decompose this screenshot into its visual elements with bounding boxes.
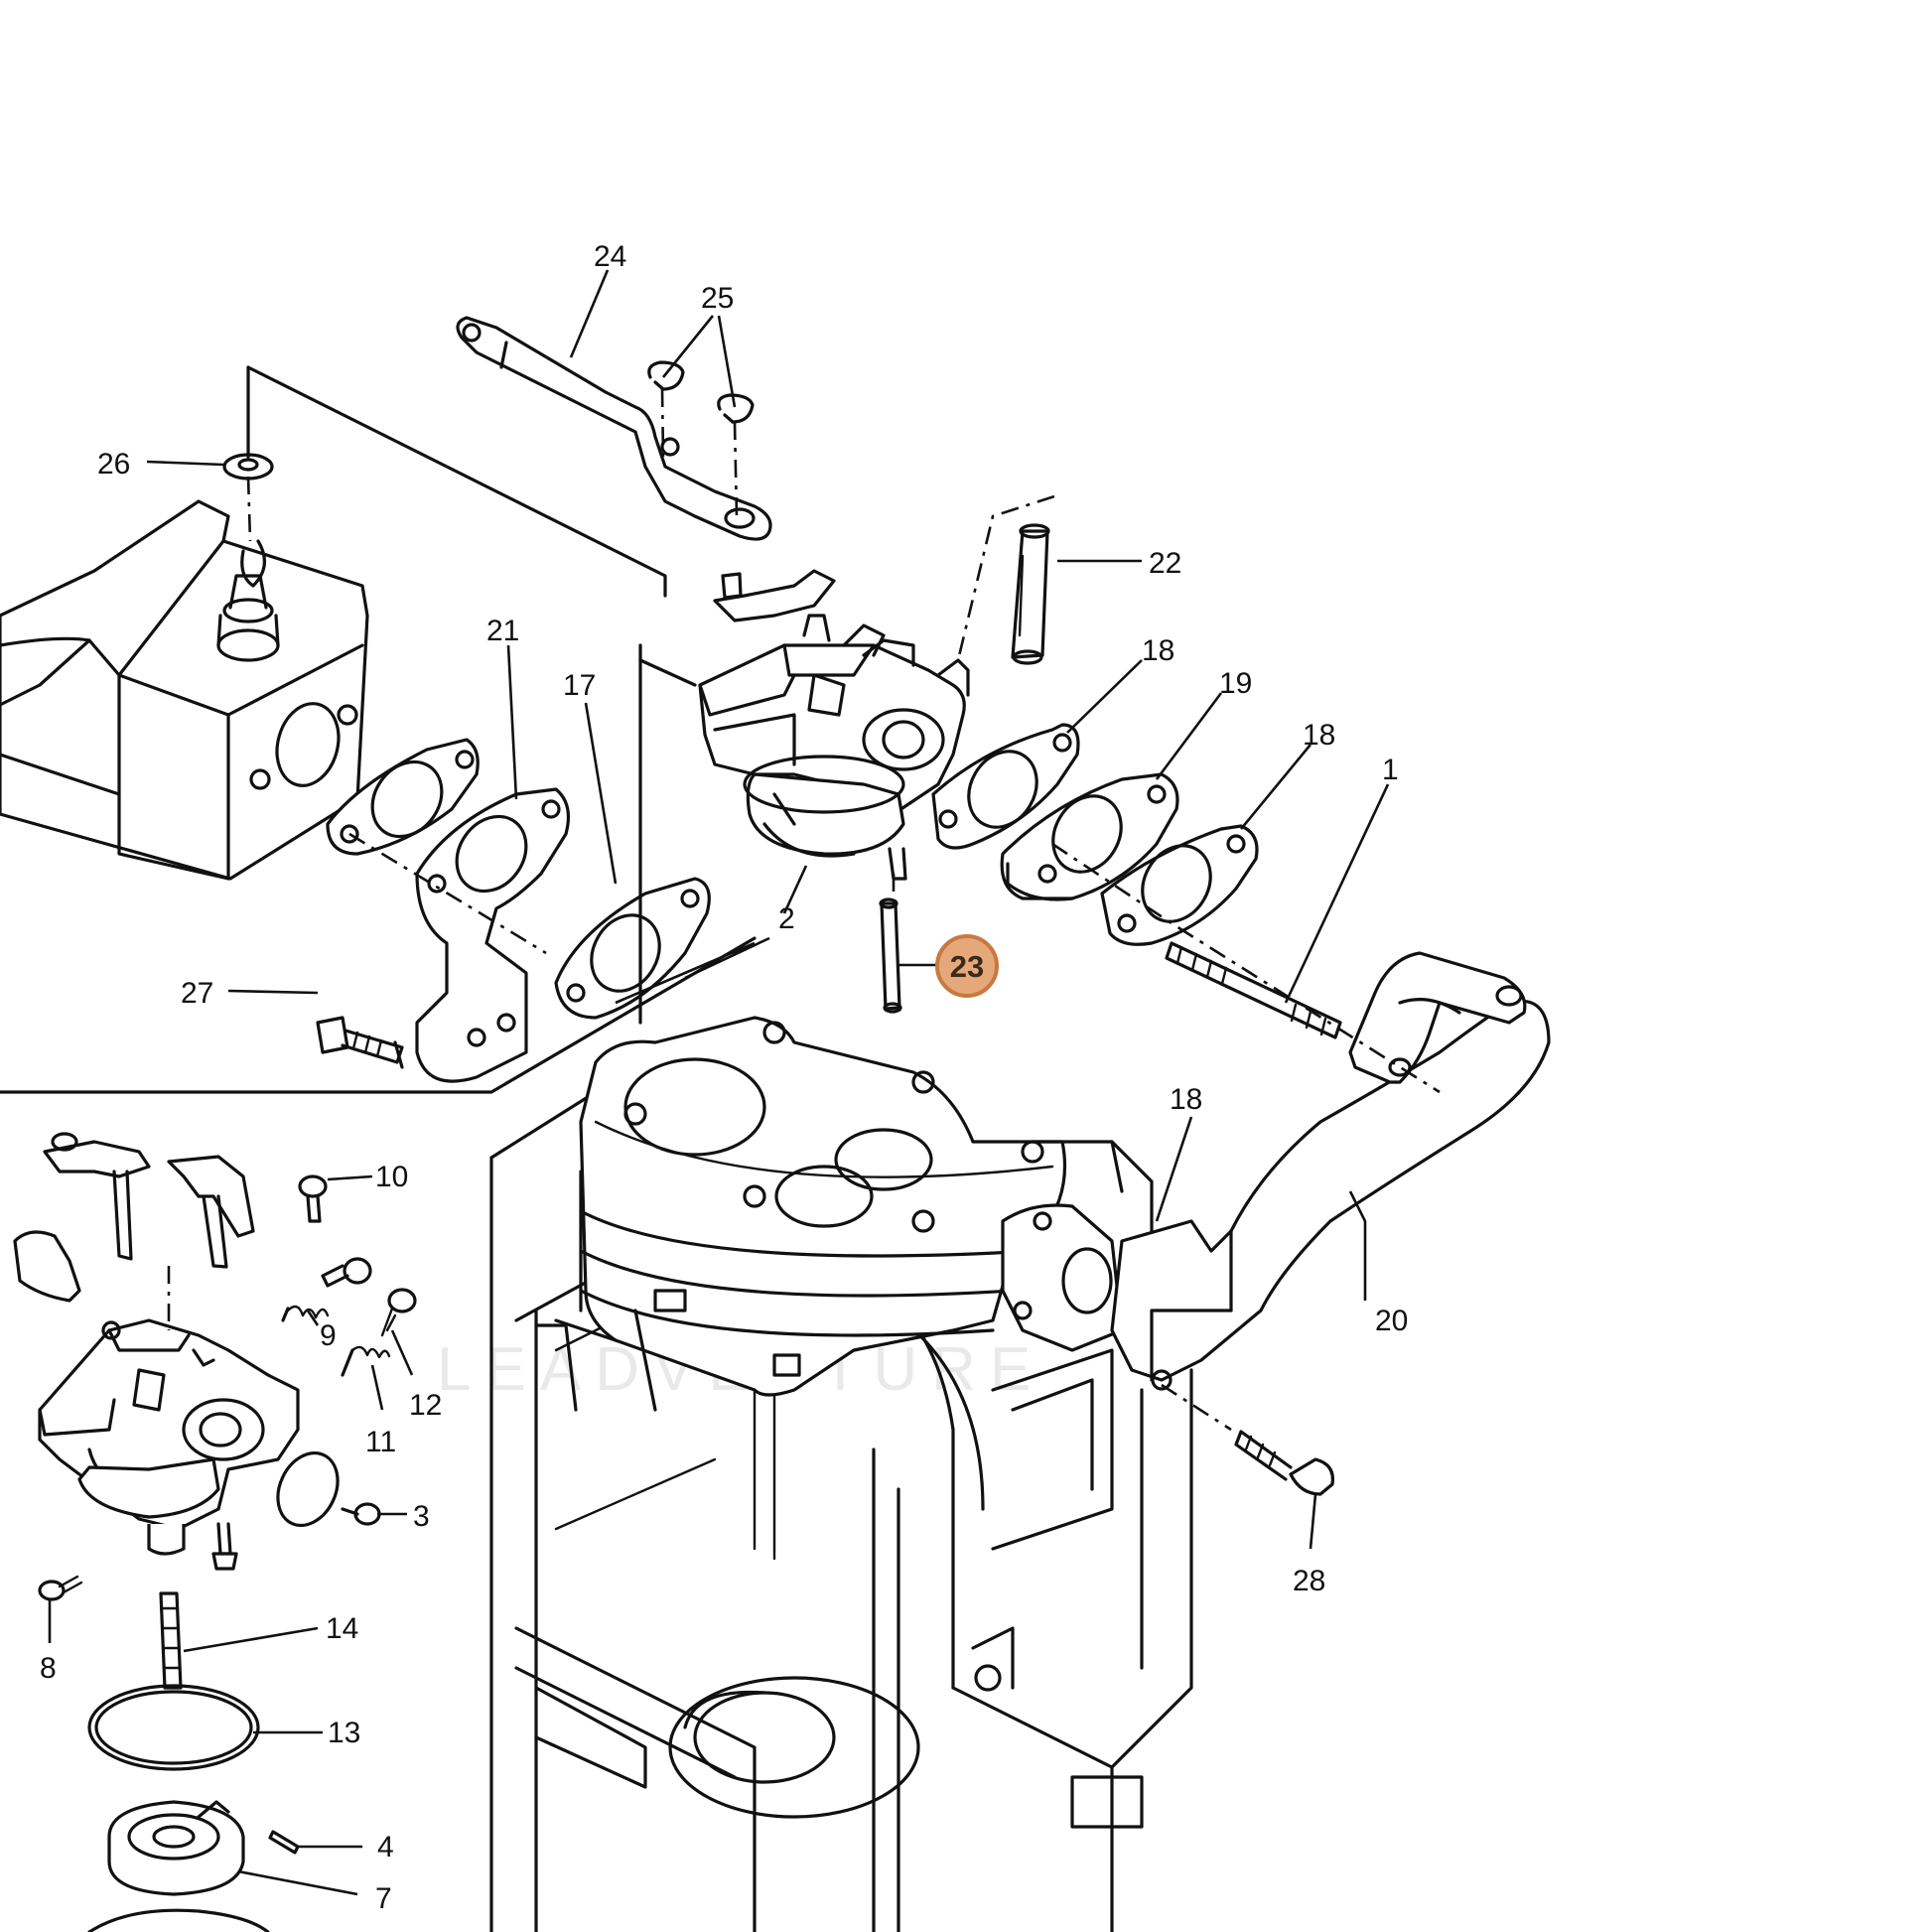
callout-label: 22 [1149, 547, 1181, 580]
callout-label: 13 [328, 1717, 360, 1749]
exhaust-pipe [1110, 951, 1551, 1391]
callout-label: 19 [1219, 667, 1252, 700]
callout-label: 2 [778, 902, 795, 935]
callout-label: 18 [1303, 719, 1335, 752]
needle-valve [211, 1522, 238, 1571]
tube-part-22 [1011, 523, 1050, 665]
air-cleaner-base [0, 499, 369, 881]
bolt-part-27 [316, 1016, 404, 1069]
callout-label: 17 [563, 669, 596, 702]
linkage-axis-b [733, 421, 739, 517]
callout-label: 4 [377, 1831, 394, 1863]
diaphragm-part-disc-left [13, 1230, 81, 1303]
assembly-line-right [1051, 842, 1441, 1094]
highlighted-callout-23[interactable]: 23 [899, 934, 999, 998]
linkage-axis-a [660, 388, 665, 458]
bracket-axis [348, 832, 547, 955]
callout-label: 18 [1170, 1083, 1202, 1116]
carburetor-exploded [38, 1318, 300, 1556]
callout-label: 12 [409, 1389, 442, 1422]
callout-label: 20 [1375, 1305, 1408, 1337]
callout-label: 28 [1293, 1565, 1325, 1597]
callout-label: 26 [97, 448, 130, 481]
gasket-part-18-b [1100, 824, 1259, 946]
float-bowl-part-7 [107, 1800, 245, 1896]
disc-part-3-plate [276, 1450, 340, 1528]
screw-part-8 [38, 1575, 83, 1601]
oring-part-13 [87, 1684, 260, 1771]
spring-part-9 [281, 1305, 330, 1322]
screw-part-3 [341, 1502, 381, 1526]
callout-label: 7 [375, 1882, 392, 1915]
callout-layer: 24 25 26 22 21 17 18 19 18 1 2 27 [40, 240, 1408, 1915]
pin-part-23 [879, 897, 902, 1014]
carburetor-main [698, 569, 970, 881]
clip-part-25-b [717, 393, 755, 424]
assembly-box-bottom [0, 936, 757, 1094]
callout-label: 21 [486, 615, 519, 647]
throttle-link-part-24 [456, 316, 772, 541]
exhaust-bolt-axis [1161, 1383, 1232, 1432]
callout-label: 24 [594, 240, 626, 273]
stud-part-1 [1165, 941, 1342, 1039]
highlight-label: 23 [950, 949, 984, 984]
callout-label: 25 [701, 282, 734, 315]
gasket-part-18-a [931, 723, 1080, 850]
screw-part-12 [380, 1288, 417, 1337]
bottom-dish [87, 1908, 270, 1932]
screw-upper [321, 1257, 372, 1288]
spacer-part-19 [1000, 772, 1179, 901]
bolt-part-28 [1234, 1430, 1334, 1496]
callout-label: 10 [375, 1161, 408, 1193]
assembly-box-notch [638, 658, 697, 687]
callout-label: 18 [1142, 634, 1174, 667]
washer-axis [246, 476, 252, 542]
assembly-box-top [246, 365, 667, 598]
gasket-part-17 [554, 877, 711, 1020]
callout-label: 1 [1382, 754, 1399, 786]
bracket-part-21 [415, 787, 570, 1083]
callout-label: 8 [40, 1652, 57, 1685]
callout-label: 9 [320, 1319, 337, 1352]
spring-part-11 [341, 1345, 391, 1377]
tube-axis [956, 494, 1055, 661]
pin-part-4 [268, 1830, 300, 1855]
callout-label: 27 [181, 977, 213, 1010]
nozzle-part-14 [159, 1591, 183, 1690]
screw-part-10 [298, 1174, 328, 1223]
callout-label: 3 [413, 1500, 430, 1533]
lever-b [167, 1155, 255, 1269]
callout-label: 11 [365, 1426, 396, 1458]
clip-part-25-a [647, 360, 685, 391]
cylinder-head [534, 1016, 1154, 1412]
highlight-badge[interactable] [935, 934, 999, 998]
callout-label: 14 [326, 1612, 358, 1645]
lever-a [43, 1132, 151, 1261]
gasket-left-a [326, 738, 480, 856]
washer-part-26 [222, 453, 274, 481]
